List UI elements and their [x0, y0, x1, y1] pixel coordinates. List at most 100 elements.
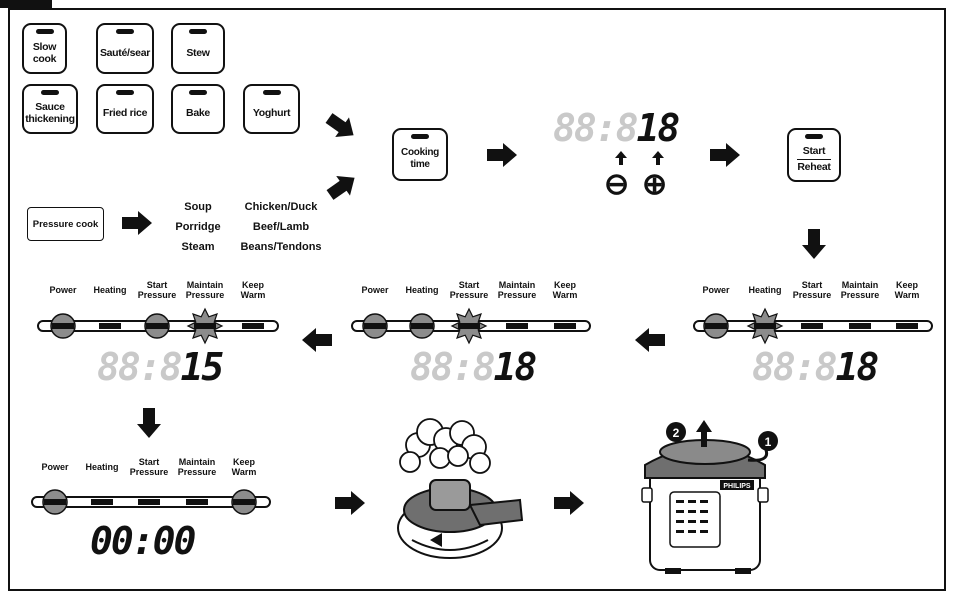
slow-cook-label: Slow cook — [32, 40, 57, 65]
steam-release-illustration — [397, 418, 524, 559]
slow-cook-key[interactable]: Slow cook — [22, 23, 67, 74]
timer-display-heating: 88:818 — [752, 345, 880, 389]
arrow-row2-left-a — [635, 328, 665, 352]
timer-display-start-pressure: 88:818 — [410, 345, 537, 389]
option-soup: Soup — [184, 201, 212, 213]
stage-led-heating-3 — [849, 323, 871, 329]
yoghurt-label: Yoghurt — [252, 107, 291, 119]
saute-sear-label: Sauté/sear — [99, 46, 151, 59]
stage-led-start-pressure-4 — [554, 323, 576, 329]
stage-led-heating-1 — [754, 323, 776, 329]
stage-label-heating-0: Power — [702, 285, 730, 295]
pressure-options-col2: Chicken/Duck Beef/Lamb Beans/Tendons — [236, 197, 326, 257]
stage-led-heating-4 — [896, 323, 918, 329]
option-beans-tendons: Beans/Tendons — [240, 241, 322, 253]
timer-digits-heating: 18 — [835, 345, 880, 389]
stew-label: Stew — [186, 46, 210, 59]
option-chicken-duck: Chicken/Duck — [244, 201, 318, 213]
arrow-to-release — [335, 491, 365, 515]
stage-label-keep-warm-4: Keep Warm — [231, 457, 257, 477]
sauce-thickening-label: Sauce thickening — [25, 101, 75, 125]
step-2-badge: 2 — [673, 426, 680, 440]
set-time-digits: 18 — [636, 106, 681, 150]
stage-led-maintain-0 — [52, 323, 74, 329]
fried-rice-label: Fried rice — [102, 107, 148, 119]
arrow-display-to-start — [710, 143, 740, 167]
up-arrow-minus — [615, 151, 627, 165]
up-arrow-plus — [652, 151, 664, 165]
stage-label-start-pressure-1: Heating — [405, 285, 439, 295]
stage-label-keep-warm-3: Maintain Pressure — [177, 457, 217, 477]
stage-led-start-pressure-0 — [364, 323, 386, 329]
stage-label-maintain-3: Maintain Pressure — [185, 280, 225, 300]
timer-dim-digits-start-pressure: 88:8 — [410, 345, 496, 389]
plus-icon: ⊕ — [642, 168, 668, 201]
minus-button[interactable]: ⊖ — [604, 170, 629, 200]
stage-label-keep-warm-2: Start Pressure — [129, 457, 169, 477]
stage-led-heating-0 — [705, 323, 727, 329]
stage-led-start-pressure-2 — [458, 323, 480, 329]
stage-label-keep-warm-1: Heating — [85, 462, 119, 472]
stage-led-keep-warm-1 — [91, 499, 113, 505]
stage-label-start-pressure-2: Start Pressure — [449, 280, 489, 300]
cooker-illustration: PHILIPS 2 1 — [641, 420, 778, 574]
bake-label: Bake — [186, 107, 210, 119]
stage-led-maintain-2 — [146, 323, 168, 329]
plus-button[interactable]: ⊕ — [642, 170, 667, 200]
stage-label-start-pressure-4: Keep Warm — [552, 280, 578, 300]
stage-label-maintain-1: Heating — [93, 285, 127, 295]
option-steam: Steam — [181, 241, 215, 253]
sauce-thickening-key[interactable]: Sauce thickening — [22, 84, 78, 134]
step-1-badge: 1 — [765, 435, 772, 449]
stage-label-start-pressure-0: Power — [361, 285, 389, 295]
reheat-label: Reheat — [797, 161, 831, 173]
fried-rice-key[interactable]: Fried rice — [96, 84, 154, 134]
cooker-badge: PHILIPS — [723, 483, 751, 490]
start-reheat-key[interactable]: Start Reheat — [787, 128, 841, 182]
stage-label-heating-1: Heating — [748, 285, 782, 295]
arrow-row2-left-b — [302, 328, 332, 352]
timer-dim-digits-maintain: 88:8 — [97, 345, 183, 389]
option-porridge: Porridge — [175, 221, 221, 233]
stage-led-keep-warm-2 — [138, 499, 160, 505]
bake-key[interactable]: Bake — [171, 84, 225, 134]
corner-tab — [0, 0, 52, 8]
minus-icon: ⊖ — [604, 168, 630, 201]
stage-led-keep-warm-3 — [186, 499, 208, 505]
timer-display-maintain: 88:815 — [97, 345, 225, 389]
stage-led-maintain-4 — [242, 323, 264, 329]
arrow-time-to-display — [487, 143, 517, 167]
stage-label-heating-2: Start Pressure — [792, 280, 832, 300]
arrow-pressure-to-time — [323, 167, 362, 205]
stage-label-maintain-4: Keep Warm — [240, 280, 266, 300]
stage-label-start-pressure-3: Maintain Pressure — [497, 280, 537, 300]
timer-display-keep-warm: 00:00 — [90, 519, 196, 563]
timer-digits-keep-warm: 00:00 — [90, 519, 196, 563]
cooking-time-label: Cooking time — [401, 146, 439, 170]
stage-led-maintain-1 — [99, 323, 121, 329]
stage-led-start-pressure-3 — [506, 323, 528, 329]
stage-label-heating-3: Maintain Pressure — [840, 280, 880, 300]
yoghurt-key[interactable]: Yoghurt — [243, 84, 300, 134]
stage-label-maintain-0: Power — [49, 285, 77, 295]
stage-led-keep-warm-0 — [44, 499, 66, 505]
arrow-to-open — [554, 491, 584, 515]
cooking-time-key[interactable]: Cooking time — [392, 128, 448, 181]
stage-led-keep-warm-4 — [233, 499, 255, 505]
start-label: Start — [797, 144, 831, 160]
stage-label-heating-4: Keep Warm — [894, 280, 920, 300]
timer-dim-digits-heating: 88:8 — [752, 345, 838, 389]
stage-led-maintain-3 — [194, 323, 216, 329]
timer-digits-maintain: 15 — [180, 345, 225, 389]
arrow-keys-to-time — [322, 108, 361, 146]
stew-key[interactable]: Stew — [171, 23, 225, 74]
stage-led-start-pressure-1 — [411, 323, 433, 329]
pressure-options-col1: Soup Porridge Steam — [168, 197, 228, 257]
pressure-cook-button[interactable]: Pressure cook — [27, 207, 104, 241]
stage-label-maintain-2: Start Pressure — [137, 280, 177, 300]
stage-label-keep-warm-0: Power — [41, 462, 69, 472]
arrow-down-row3 — [137, 408, 161, 438]
set-time-dim-digits: 88:8 — [553, 106, 639, 150]
stage-led-heating-2 — [801, 323, 823, 329]
saute-sear-key[interactable]: Sauté/sear — [96, 23, 154, 74]
